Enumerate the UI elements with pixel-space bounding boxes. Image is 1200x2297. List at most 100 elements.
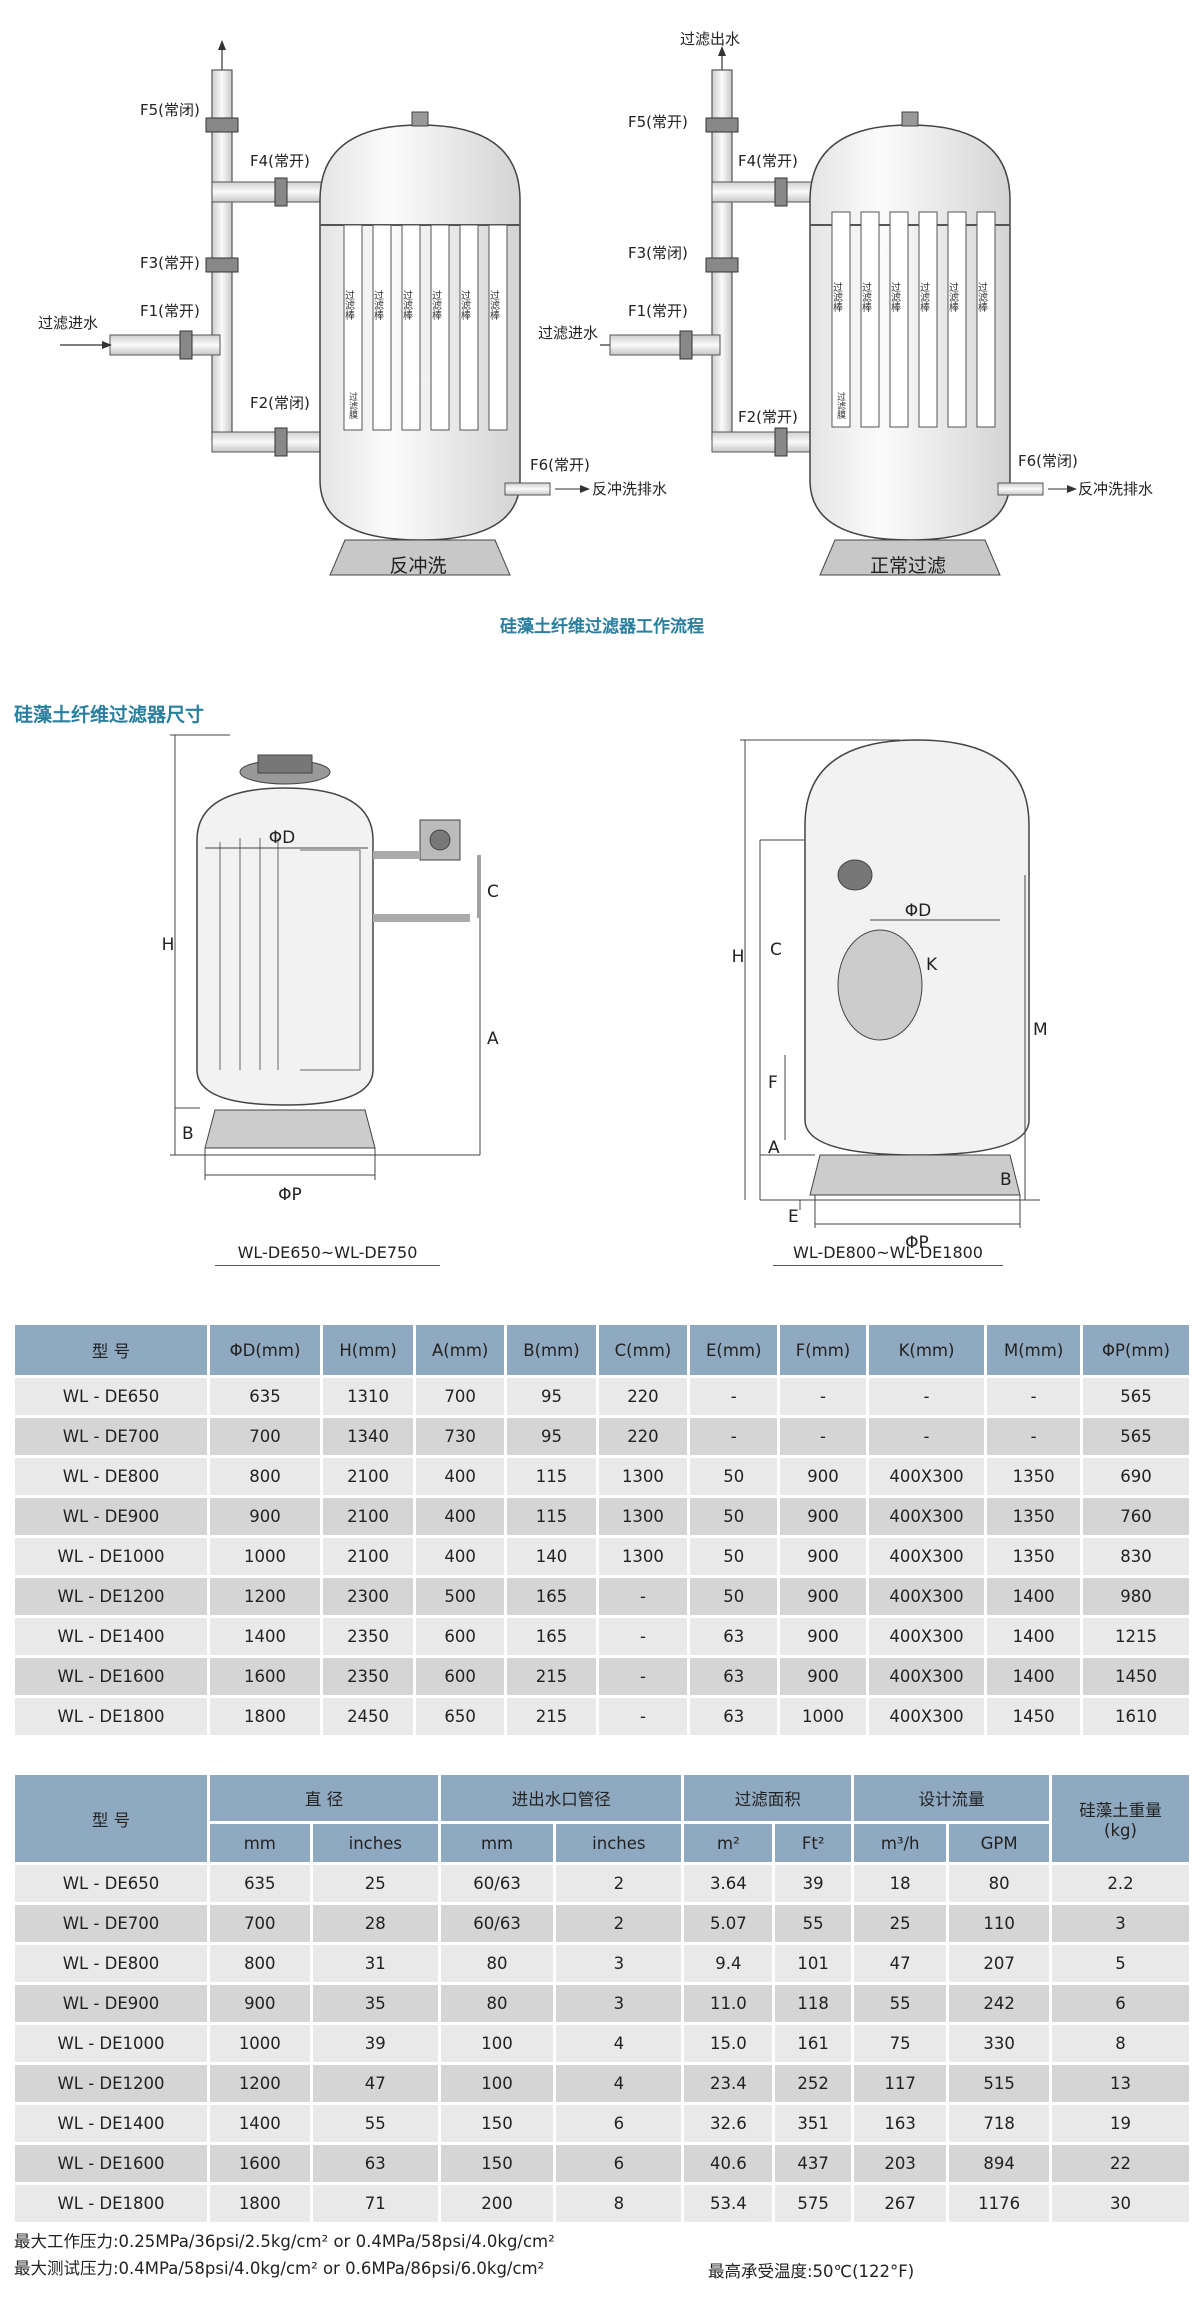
table-cell: 242 bbox=[949, 1985, 1049, 2022]
film-label: 过滤膜 bbox=[347, 391, 358, 420]
drain-label: 反冲洗排水 bbox=[1078, 480, 1153, 498]
table-cell: 22 bbox=[1052, 2145, 1189, 2182]
rod-label: 过滤棒 bbox=[860, 281, 872, 313]
table-cell: WL - DE1800 bbox=[15, 1698, 207, 1735]
table-cell: 1340 bbox=[323, 1418, 414, 1455]
model-header: 型 号 bbox=[15, 1775, 207, 1862]
drain-label: 反冲洗排水 bbox=[592, 480, 667, 498]
table-cell: 1600 bbox=[210, 1658, 321, 1695]
table-cell: 100 bbox=[440, 2025, 554, 2062]
table-cell: 515 bbox=[949, 2065, 1049, 2102]
max-temperature: 最高承受温度:50℃(122°F) bbox=[708, 2262, 915, 2281]
table-cell: 2350 bbox=[323, 1618, 414, 1655]
table-cell: 63 bbox=[690, 1618, 778, 1655]
table-cell: 980 bbox=[1083, 1578, 1189, 1615]
dim-p-label: ΦP bbox=[905, 1233, 929, 1253]
dim-c-label: C bbox=[487, 882, 499, 902]
table-cell: 5 bbox=[1052, 1945, 1189, 1982]
dim-h-label: H bbox=[162, 935, 175, 955]
table-cell: 730 bbox=[416, 1418, 505, 1455]
table-cell: 63 bbox=[690, 1698, 778, 1735]
table-cell: 220 bbox=[598, 1378, 688, 1415]
table-cell: 207 bbox=[949, 1945, 1049, 1982]
spec-header-cell: K(mm) bbox=[868, 1325, 985, 1375]
table-cell: 50 bbox=[690, 1458, 778, 1495]
rod-label: 过滤棒 bbox=[831, 281, 843, 313]
dim-b-label: B bbox=[182, 1124, 194, 1144]
table-cell: 2.2 bbox=[1052, 1865, 1189, 1902]
spec-header-cell: B(mm) bbox=[507, 1325, 596, 1375]
weight-header: 硅藻土重量(kg) bbox=[1052, 1775, 1189, 1862]
table-cell: 500 bbox=[416, 1578, 505, 1615]
table-cell: 47 bbox=[312, 2065, 438, 2102]
table-cell: 1400 bbox=[987, 1618, 1080, 1655]
table-cell: 565 bbox=[1083, 1418, 1189, 1455]
table-cell: 6 bbox=[556, 2145, 682, 2182]
normal-filter-diagram: 过滤棒 过滤棒 过滤棒 过滤棒 过滤棒 过滤棒 过滤膜 过滤出水 F5(常开) … bbox=[538, 30, 1153, 576]
table-cell: 1300 bbox=[598, 1458, 688, 1495]
table-cell: 215 bbox=[507, 1698, 596, 1735]
inlet-label: 过滤进水 bbox=[538, 324, 598, 342]
table-cell: 400X300 bbox=[868, 1538, 985, 1575]
table-cell: 2 bbox=[556, 1865, 682, 1902]
dim-a-label: A bbox=[768, 1138, 780, 1158]
table-cell: WL - DE650 bbox=[15, 1865, 207, 1902]
table-cell: 32.6 bbox=[684, 2105, 773, 2142]
table-cell: - bbox=[868, 1378, 985, 1415]
table-cell: WL - DE800 bbox=[15, 1458, 207, 1495]
table-cell: 400 bbox=[416, 1498, 505, 1535]
table-cell: 252 bbox=[775, 2065, 852, 2102]
table-cell: 400 bbox=[416, 1458, 505, 1495]
table-cell: 830 bbox=[1083, 1538, 1189, 1575]
rod-label: 过滤棒 bbox=[343, 289, 355, 321]
table-cell: - bbox=[868, 1418, 985, 1455]
table-cell: 63 bbox=[690, 1658, 778, 1695]
flow-diagram: 过滤棒 过滤棒 过滤棒 过滤棒 过滤棒 过滤棒 过滤膜 F5(常闭) F4(常开… bbox=[38, 30, 1153, 637]
rod-label: 过滤棒 bbox=[889, 281, 901, 313]
table-cell: 200 bbox=[440, 2185, 554, 2222]
table-cell: WL - DE1200 bbox=[15, 1578, 207, 1615]
table-cell: 161 bbox=[775, 2025, 852, 2062]
table-cell: 700 bbox=[210, 1905, 310, 1942]
table-cell: 1350 bbox=[987, 1458, 1080, 1495]
table-cell: WL - DE1800 bbox=[15, 2185, 207, 2222]
valve-f1-label: F1(常开) bbox=[140, 302, 200, 320]
table-cell: 900 bbox=[780, 1498, 866, 1535]
table-cell: WL - DE1000 bbox=[15, 2025, 207, 2062]
table-cell: 25 bbox=[854, 1905, 947, 1942]
group-header: 进出水口管径 bbox=[440, 1775, 682, 1821]
table-cell: 5.07 bbox=[684, 1905, 773, 1942]
spec-header-cell: ΦP(mm) bbox=[1083, 1325, 1189, 1375]
dim-a-label: A bbox=[487, 1029, 499, 1049]
table-cell: - bbox=[690, 1418, 778, 1455]
table-cell: 75 bbox=[854, 2025, 947, 2062]
dim-b-label: B bbox=[1000, 1170, 1012, 1190]
table-cell: 575 bbox=[775, 2185, 852, 2222]
table-cell: 400X300 bbox=[868, 1618, 985, 1655]
table-cell: 18 bbox=[854, 1865, 947, 1902]
normal-filter-caption: 正常过滤 bbox=[870, 555, 946, 577]
table-cell: 1200 bbox=[210, 1578, 321, 1615]
table-cell: 60/63 bbox=[440, 1865, 554, 1902]
weight-header-unit: (kg) bbox=[1104, 1821, 1137, 1840]
table-cell: 53.4 bbox=[684, 2185, 773, 2222]
group-header: 过滤面积 bbox=[684, 1775, 852, 1821]
table-cell: 3 bbox=[556, 1985, 682, 2022]
table-cell: 95 bbox=[507, 1418, 596, 1455]
spec-header-cell: A(mm) bbox=[416, 1325, 505, 1375]
table-cell: 117 bbox=[854, 2065, 947, 2102]
sub-header: mm bbox=[210, 1824, 310, 1862]
table-cell: 39 bbox=[775, 1865, 852, 1902]
valve-f5-label: F5(常开) bbox=[628, 113, 688, 131]
table-cell: 8 bbox=[1052, 2025, 1189, 2062]
inlet-label: 过滤进水 bbox=[38, 314, 98, 332]
